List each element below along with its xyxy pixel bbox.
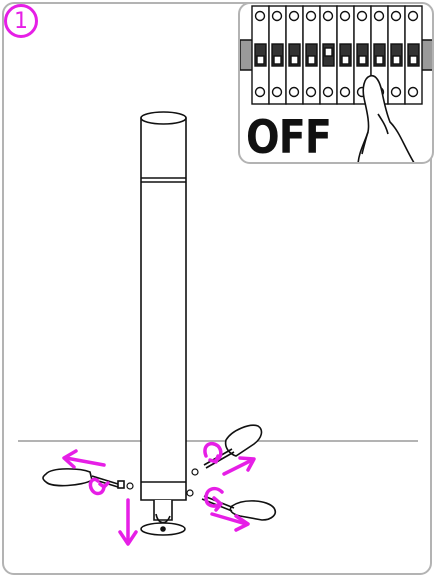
breaker-inset — [238, 2, 434, 164]
rotate-arrow-icon — [62, 441, 256, 546]
step-number-badge: 1 — [4, 4, 38, 38]
bollard-post — [140, 111, 187, 536]
screwdriver-icon — [42, 468, 125, 489]
circuit-breaker-icon — [240, 5, 432, 162]
off-label: OFF — [246, 110, 332, 164]
page-frame — [2, 2, 432, 575]
hand-icon — [357, 74, 415, 162]
